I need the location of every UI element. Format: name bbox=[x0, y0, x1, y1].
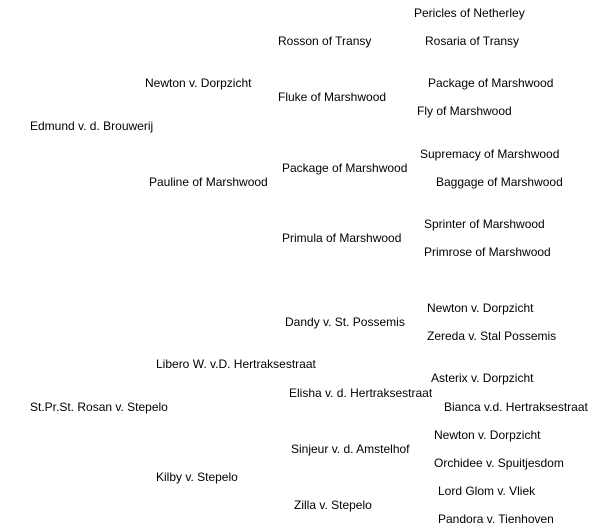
grandparent-1-a: Rosson of Transy bbox=[278, 34, 372, 48]
great-grandparent-1-d: Fly of Marshwood bbox=[417, 104, 512, 118]
parent-1-sire: Newton v. Dorpzicht bbox=[145, 76, 252, 90]
great-grandparent-2-a: Newton v. Dorpzicht bbox=[427, 301, 534, 315]
grandparent-1-b: Fluke of Marshwood bbox=[278, 90, 387, 104]
great-grandparent-2-g: Lord Glom v. Vliek bbox=[438, 484, 536, 498]
great-grandparent-1-h: Primrose of Marshwood bbox=[424, 245, 551, 259]
grandparent-2-c: Sinjeur v. d. Amstelhof bbox=[291, 442, 410, 456]
great-grandparent-1-e: Supremacy of Marshwood bbox=[420, 147, 560, 161]
great-grandparent-1-g: Sprinter of Marshwood bbox=[424, 217, 545, 231]
great-grandparent-2-h: Pandora v. Tienhoven bbox=[438, 512, 554, 526]
parent-1-dam: Pauline of Marshwood bbox=[149, 175, 268, 189]
great-grandparent-1-b: Rosaria of Transy bbox=[425, 34, 520, 48]
grandparent-2-d: Zilla v. Stepelo bbox=[294, 498, 372, 512]
parent-2-dam: Kilby v. Stepelo bbox=[156, 470, 238, 484]
great-grandparent-2-f: Orchidee v. Spuitjesdom bbox=[434, 456, 564, 470]
grandparent-1-d: Primula of Marshwood bbox=[282, 231, 402, 245]
great-grandparent-2-d: Bianca v.d. Hertraksestraat bbox=[444, 400, 588, 414]
subject-1: Edmund v. d. Brouwerij bbox=[30, 119, 154, 133]
great-grandparent-2-e: Newton v. Dorpzicht bbox=[434, 428, 541, 442]
great-grandparent-2-b: Zereda v. Stal Possemis bbox=[427, 329, 557, 343]
great-grandparent-1-c: Package of Marshwood bbox=[428, 76, 554, 90]
grandparent-2-b: Elisha v. d. Hertraksestraat bbox=[289, 386, 433, 400]
great-grandparent-1-a: Pericles of Netherley bbox=[414, 6, 525, 20]
great-grandparent-1-f: Baggage of Marshwood bbox=[436, 175, 563, 189]
subject-2: St.Pr.St. Rosan v. Stepelo bbox=[30, 400, 168, 414]
great-grandparent-2-c: Asterix v. Dorpzicht bbox=[431, 371, 534, 385]
grandparent-1-c: Package of Marshwood bbox=[282, 161, 408, 175]
parent-2-sire: Libero W. v.D. Hertraksestraat bbox=[156, 357, 316, 371]
grandparent-2-a: Dandy v. St. Possemis bbox=[285, 315, 405, 329]
